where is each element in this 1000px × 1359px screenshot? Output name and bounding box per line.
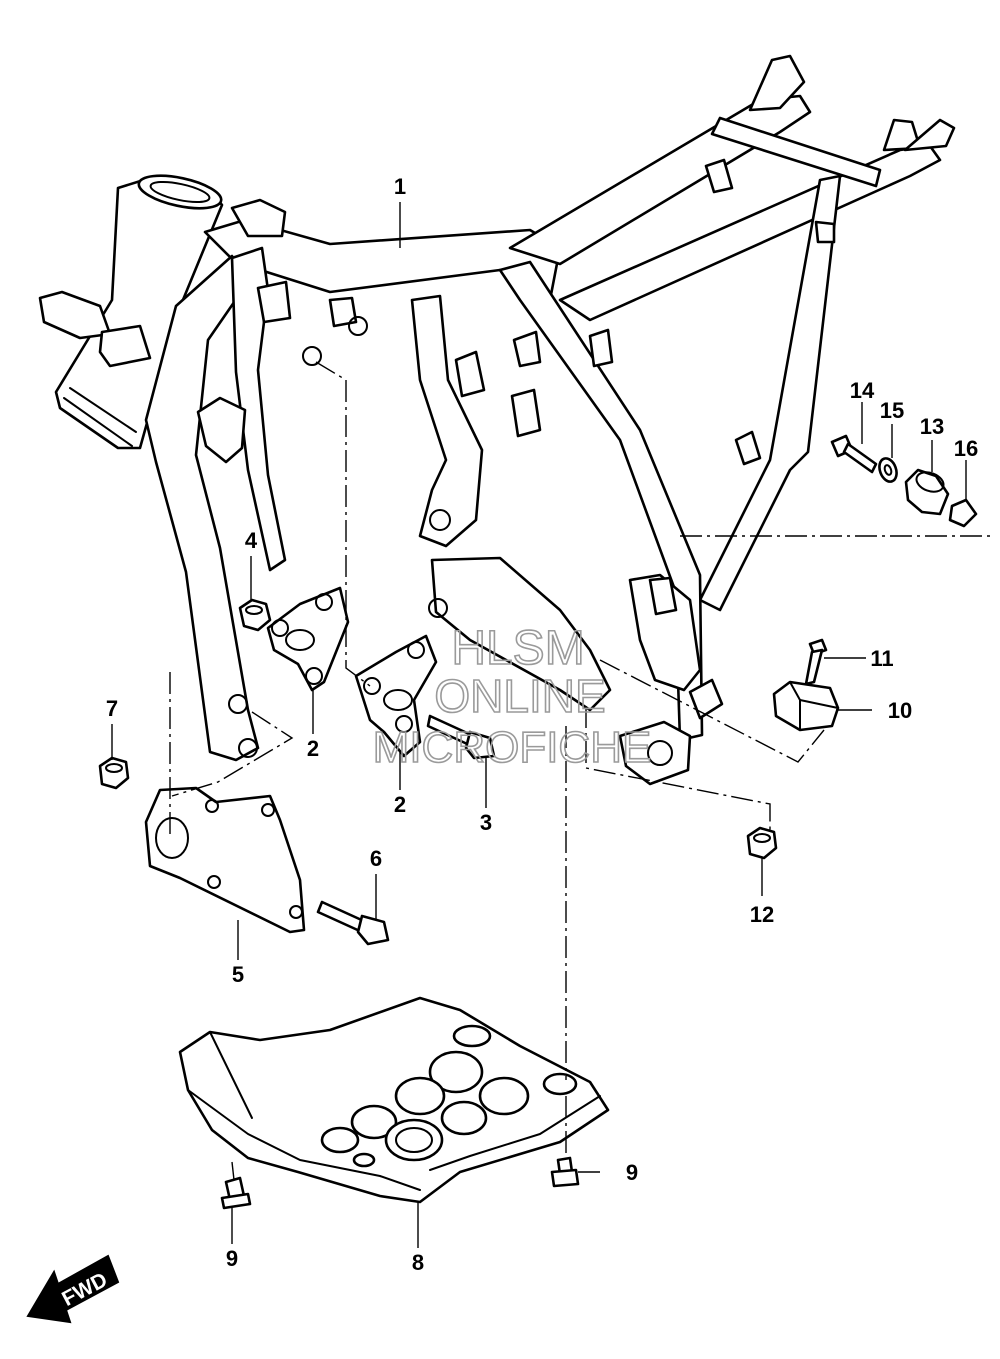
engine-mount-bracket-left-drawing: [266, 586, 350, 692]
bolt-14-drawing: [830, 434, 878, 474]
skid-plate-8-drawing: [178, 996, 610, 1204]
callout-10: 10: [888, 698, 912, 723]
watermark-line-2: ONLINE: [434, 670, 605, 722]
callout-13: 13: [920, 414, 944, 439]
callout-3: 3: [480, 810, 492, 835]
bolt-9-right-drawing: [550, 1156, 580, 1188]
assembly-lines: [169, 361, 994, 1181]
callout-1: 1: [394, 174, 406, 199]
callout-6: 6: [370, 846, 382, 871]
callout-8: 8: [412, 1250, 424, 1275]
watermark-line-1: HLSM: [451, 622, 584, 675]
nut-12-drawing: [746, 826, 778, 860]
nut-7-drawing: [98, 756, 130, 790]
callout-12: 12: [750, 902, 774, 927]
frame-drawing: [38, 54, 956, 786]
watermark: HLSM ONLINE MICROFICHE: [372, 621, 652, 773]
callout-11: 11: [870, 646, 893, 671]
lower-bracket-5-drawing: [144, 786, 306, 934]
cushion-10-drawing: [772, 680, 840, 732]
callout-2-right: 2: [394, 792, 406, 817]
cushion-13-drawing: [904, 468, 950, 516]
leader-lines: [111, 202, 967, 1248]
spacer-16-drawing: [948, 498, 978, 528]
callout-5: 5: [232, 962, 244, 987]
bolt-6-drawing: [316, 900, 390, 946]
fwd-arrow-icon: [26, 1254, 120, 1324]
washer-15-drawing: [878, 457, 898, 483]
bolt-3-drawing: [426, 714, 496, 760]
callout-14: 14: [850, 378, 875, 403]
bolt-11-drawing: [804, 638, 828, 686]
watermark-line-3: MICROFICHE: [373, 723, 652, 772]
engine-mount-bracket-right-drawing: [354, 634, 438, 758]
callout-9-right: 9: [626, 1160, 638, 1185]
callout-2-left: 2: [307, 736, 319, 761]
bolt-9-left-drawing: [220, 1176, 252, 1210]
callout-4: 4: [245, 528, 258, 553]
callout-9-left: 9: [226, 1246, 238, 1271]
nut-4-drawing: [238, 598, 272, 632]
callouts: 1 2 2 3 4 5 6 7 8 9 9 10 11 12 13 14 15 …: [106, 174, 978, 1275]
callout-16: 16: [954, 436, 978, 461]
callout-15: 15: [880, 398, 904, 423]
callout-7: 7: [106, 696, 118, 721]
fwd-badge: FWD: [26, 1254, 120, 1324]
